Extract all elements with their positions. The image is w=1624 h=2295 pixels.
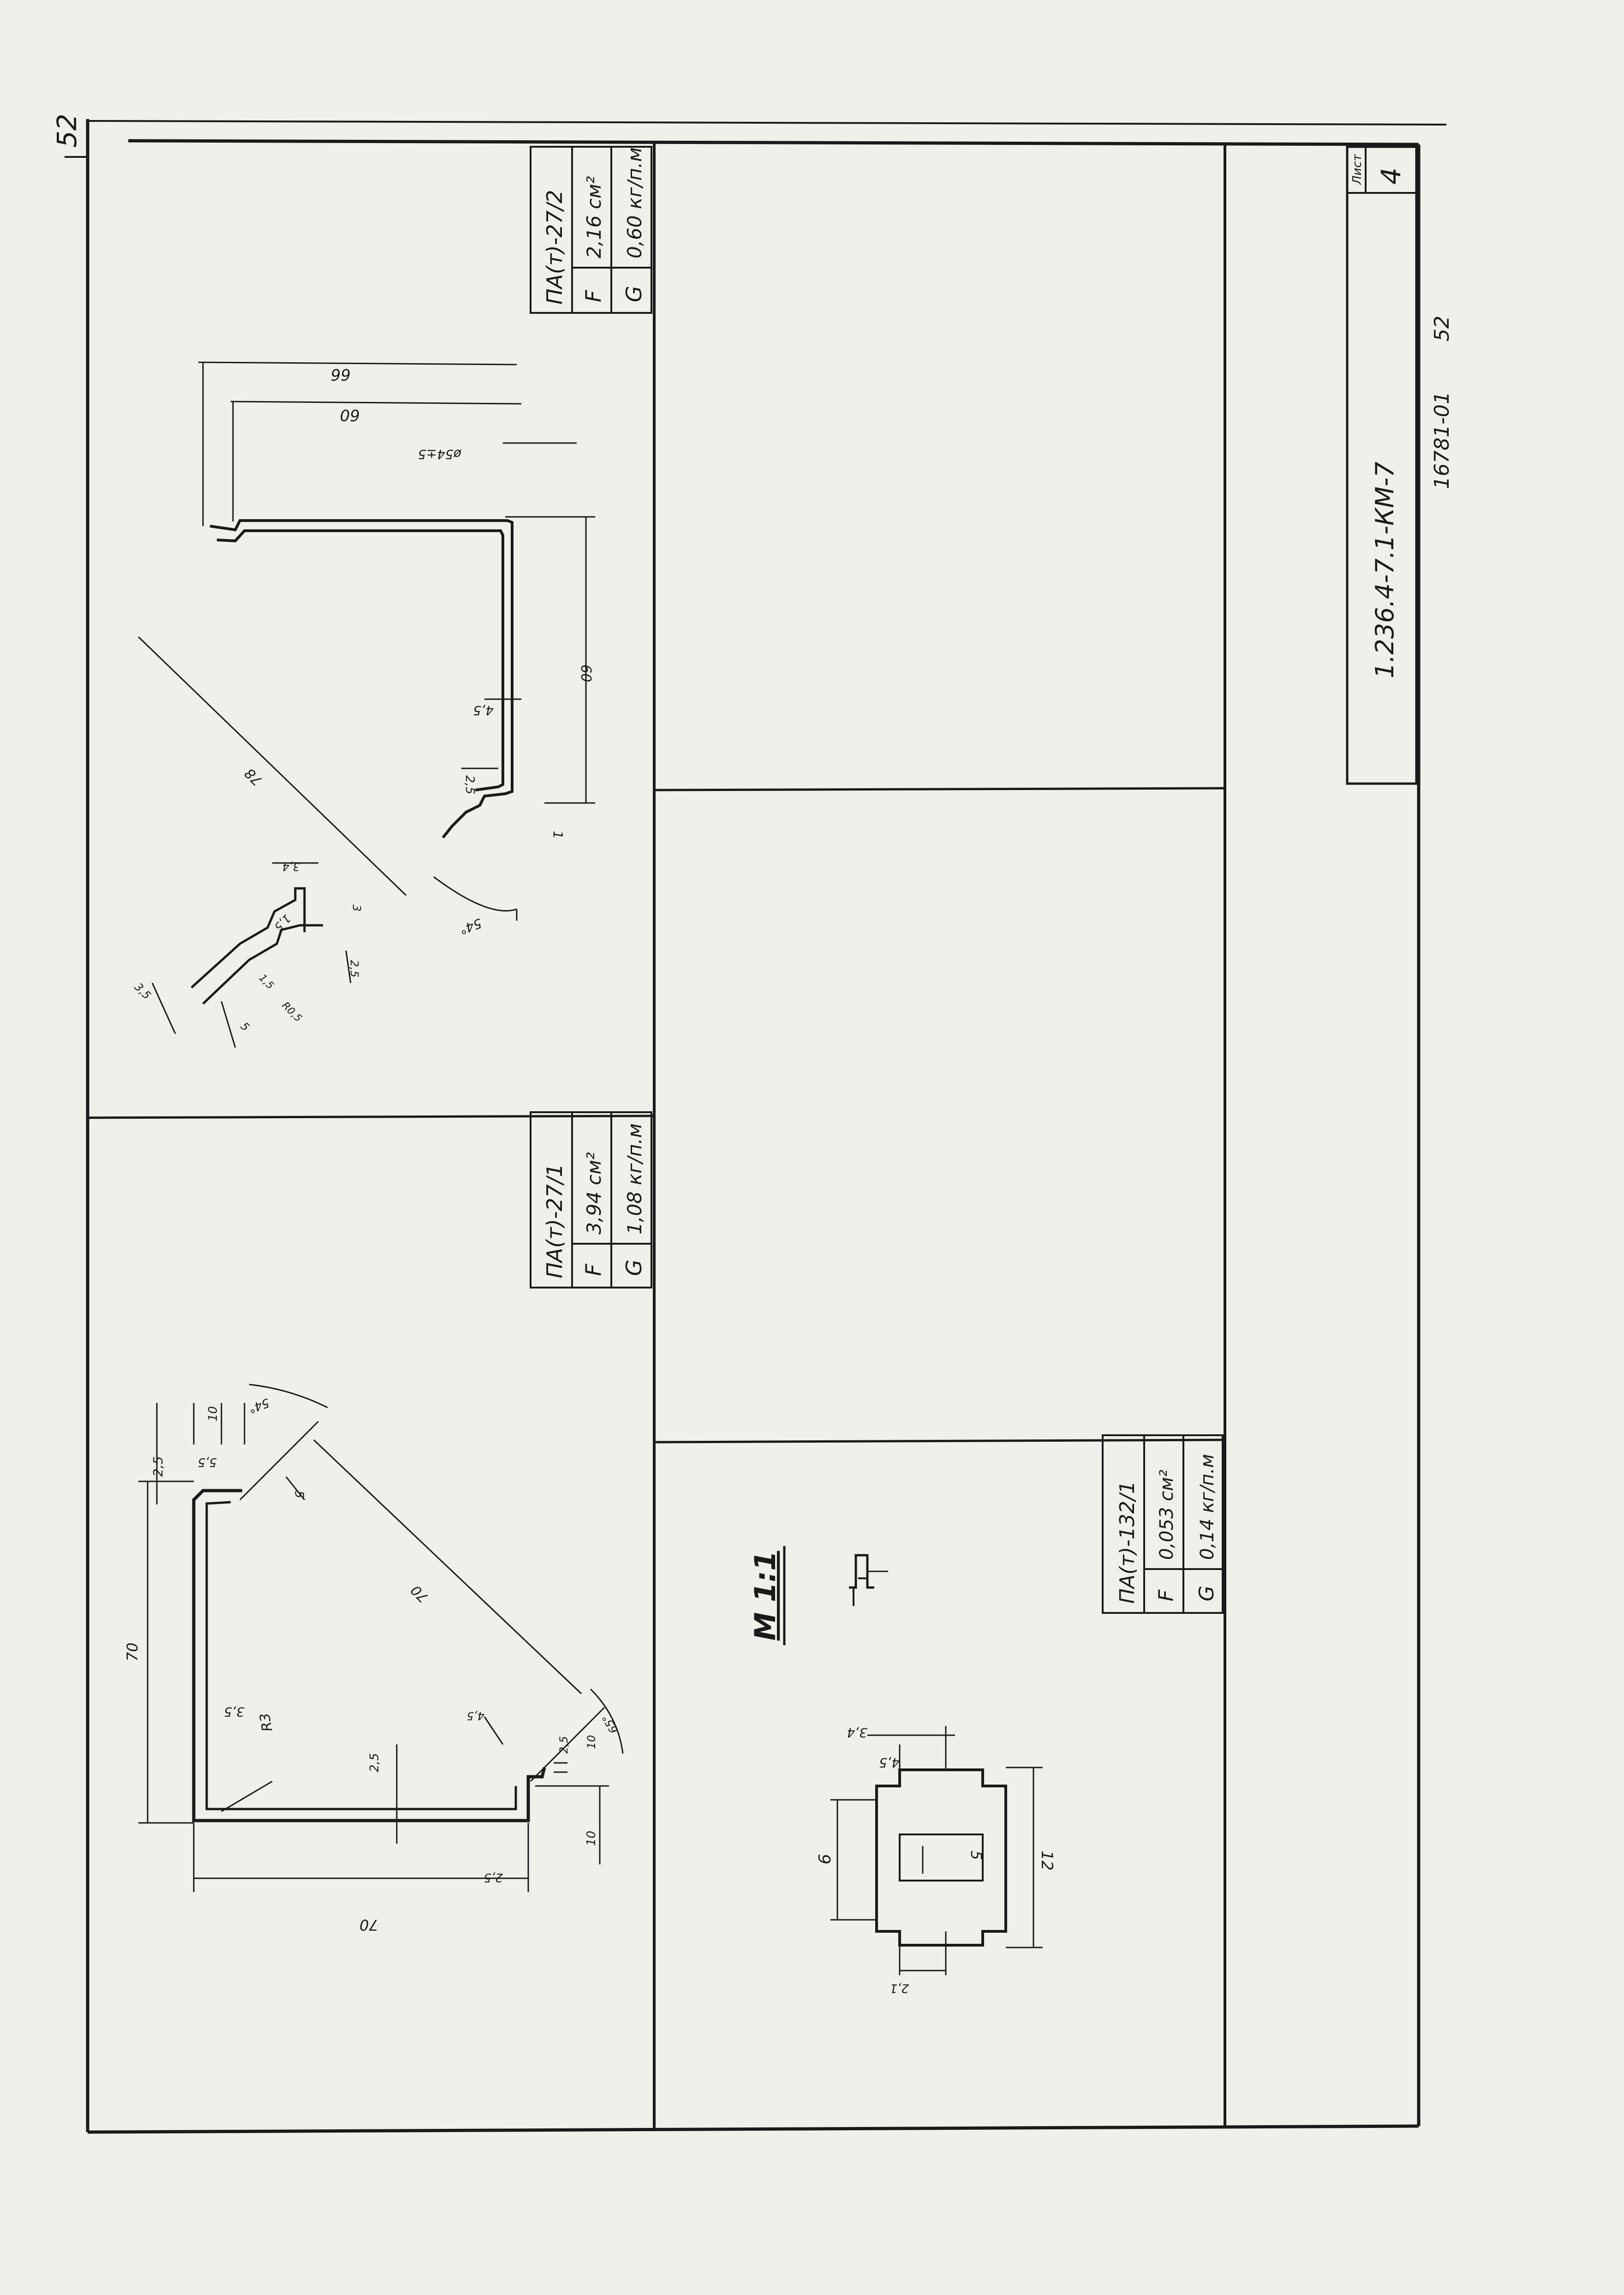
profile-132-1-detail-view <box>830 1726 1043 1975</box>
profile-132-1-dimensions: 3,4 4,5 6 5 12 2,1 <box>816 1725 1056 1995</box>
profile-27-1-table: ПА(т)-27/1 F 3,94 см² G 1,08 кг/п.м <box>530 1111 652 1288</box>
profile-27-2-dim-9: 54° <box>457 915 484 937</box>
profile-27-1-dim-8: 3,5 <box>224 1704 245 1720</box>
profile-27-1-drawing <box>138 1384 624 1892</box>
list-label: Лист <box>1350 154 1364 185</box>
title-block: Лист 4 1.236.4-7.1-КМ-7 <box>1346 145 1418 785</box>
sheet-frame <box>86 119 1447 2134</box>
profile-132-1-small-view <box>849 1554 888 1606</box>
profile-27-2-dim-15: 5 <box>238 1019 252 1034</box>
profile-27-2-table: ПА(т)-27/2 F 2,16 см² G 0,60 кг/п.м <box>530 146 652 314</box>
profile-27-2-dim-16: 1,5 <box>257 972 276 992</box>
profile-132-1-area-label: F <box>1154 1589 1178 1601</box>
profile-27-1-name: ПА(т)-27/1 <box>542 1163 567 1278</box>
profile-27-2-dim-14: 3,5 <box>132 980 154 1002</box>
profile-27-1-dim-13: 10 <box>585 1735 598 1749</box>
profile-27-1-dim-10: 2,5 <box>368 1753 382 1772</box>
profile-27-2-dim-17: R0,5 <box>280 1000 304 1025</box>
list-number: 4 <box>1375 168 1407 185</box>
profile-27-2-weight-label: G <box>621 286 646 302</box>
profile-27-2-dim-3: ø54±5 <box>418 447 462 462</box>
profile-132-1-dim-3: 6 <box>816 1854 835 1864</box>
profile-27-1-dim-15: 10 <box>585 1831 598 1846</box>
profile-132-1-weight-label: G <box>1195 1586 1218 1601</box>
profile-27-2-weight: 0,60 кг/п.м <box>623 147 646 258</box>
profile-27-2-area-label: F <box>581 290 606 302</box>
corner-number: 52 <box>51 114 83 148</box>
profile-27-2-dim-12: 2,5 <box>348 960 361 977</box>
profile-27-2-dim-10: 3,4 <box>282 860 300 873</box>
profile-27-2-dim-8: 78 <box>242 765 266 789</box>
archive-number: 16781-01 <box>1430 391 1454 489</box>
sheet-grid <box>87 142 1226 2131</box>
profile-27-1-dim-4: 5,5 <box>198 1455 217 1469</box>
profile-27-1-dim-5: 54° <box>246 1395 271 1415</box>
profile-27-1-weight-label: G <box>621 1259 646 1276</box>
profile-27-1-dim-11: 4,5 <box>467 1709 484 1722</box>
profile-132-1-area: 0,053 см² <box>1156 1470 1177 1560</box>
profile-27-2-dim-4: 60 <box>578 665 594 682</box>
profile-132-1-dim-1: 3,4 <box>847 1725 867 1740</box>
profile-27-2-name: ПА(т)-27/2 <box>542 190 567 305</box>
profile-132-1-dim-6: 2,1 <box>890 1981 909 1995</box>
profile-27-2-area: 2,16 см² <box>583 176 605 258</box>
profile-27-2-drawing <box>137 361 595 1048</box>
profile-132-1-dim-2: 4,5 <box>879 1755 900 1770</box>
profile-27-1-weight: 1,08 кг/п.м <box>623 1123 646 1234</box>
profile-27-2-dim-5: 4,5 <box>473 703 494 718</box>
profile-132-1-table: ПА(т)-132/1 F 0,053 см² G 0,14 кг/п.м <box>1102 1434 1224 1614</box>
profile-27-2-dim-7: 1 <box>550 831 566 839</box>
profile-132-1-weight: 0,14 кг/п.м <box>1197 1454 1218 1560</box>
profile-27-1-dim-2: 2,5 <box>150 1456 166 1477</box>
profile-27-1-dimensions: 70 2,5 10 5,5 54° 5 70 3,5 R3 2,5 4,5 2,… <box>124 1395 621 1934</box>
profile-132-1-dim-5: 12 <box>1038 1851 1056 1870</box>
archive-page: 52 <box>1430 316 1454 342</box>
profile-27-1-dim-3: 10 <box>206 1406 220 1421</box>
profile-27-2-dim-11: 1,5 <box>272 912 293 934</box>
profile-27-1-dim-1: 70 <box>124 1642 141 1661</box>
profile-132-1-dim-4: 5 <box>967 1851 985 1860</box>
profile-27-1-dim-16: 2,5 <box>484 1870 503 1884</box>
profile-132-1-name: ПА(т)-132/1 <box>1116 1481 1139 1604</box>
profile-27-1-dim-9: R3 <box>257 1712 275 1732</box>
drawing-code: 1.236.4-7.1-КМ-7 <box>1370 461 1399 678</box>
profile-27-2-dim-6: 2,5 <box>463 775 477 794</box>
profile-27-2-dim-13: 3 <box>350 905 363 911</box>
profile-27-2-dim-2: 60 <box>340 406 360 424</box>
profile-27-1-dim-12: 2,5 <box>557 1736 570 1754</box>
scale-label: М 1:1 <box>748 1551 782 1641</box>
profile-27-1-area: 3,94 см² <box>583 1152 605 1234</box>
profile-27-1-dim-7: 70 <box>408 1582 432 1606</box>
profile-27-2-dimensions: 66 60 ø54±5 60 4,5 2,5 1 78 54° 3,4 1,5 … <box>132 365 594 1034</box>
profile-27-1-dim-6: 5 <box>292 1491 306 1498</box>
profile-27-1-dim-17: 70 <box>359 1916 378 1934</box>
profile-27-1-area-label: F <box>581 1264 606 1276</box>
profile-27-2-dim-1: 66 <box>331 365 351 383</box>
